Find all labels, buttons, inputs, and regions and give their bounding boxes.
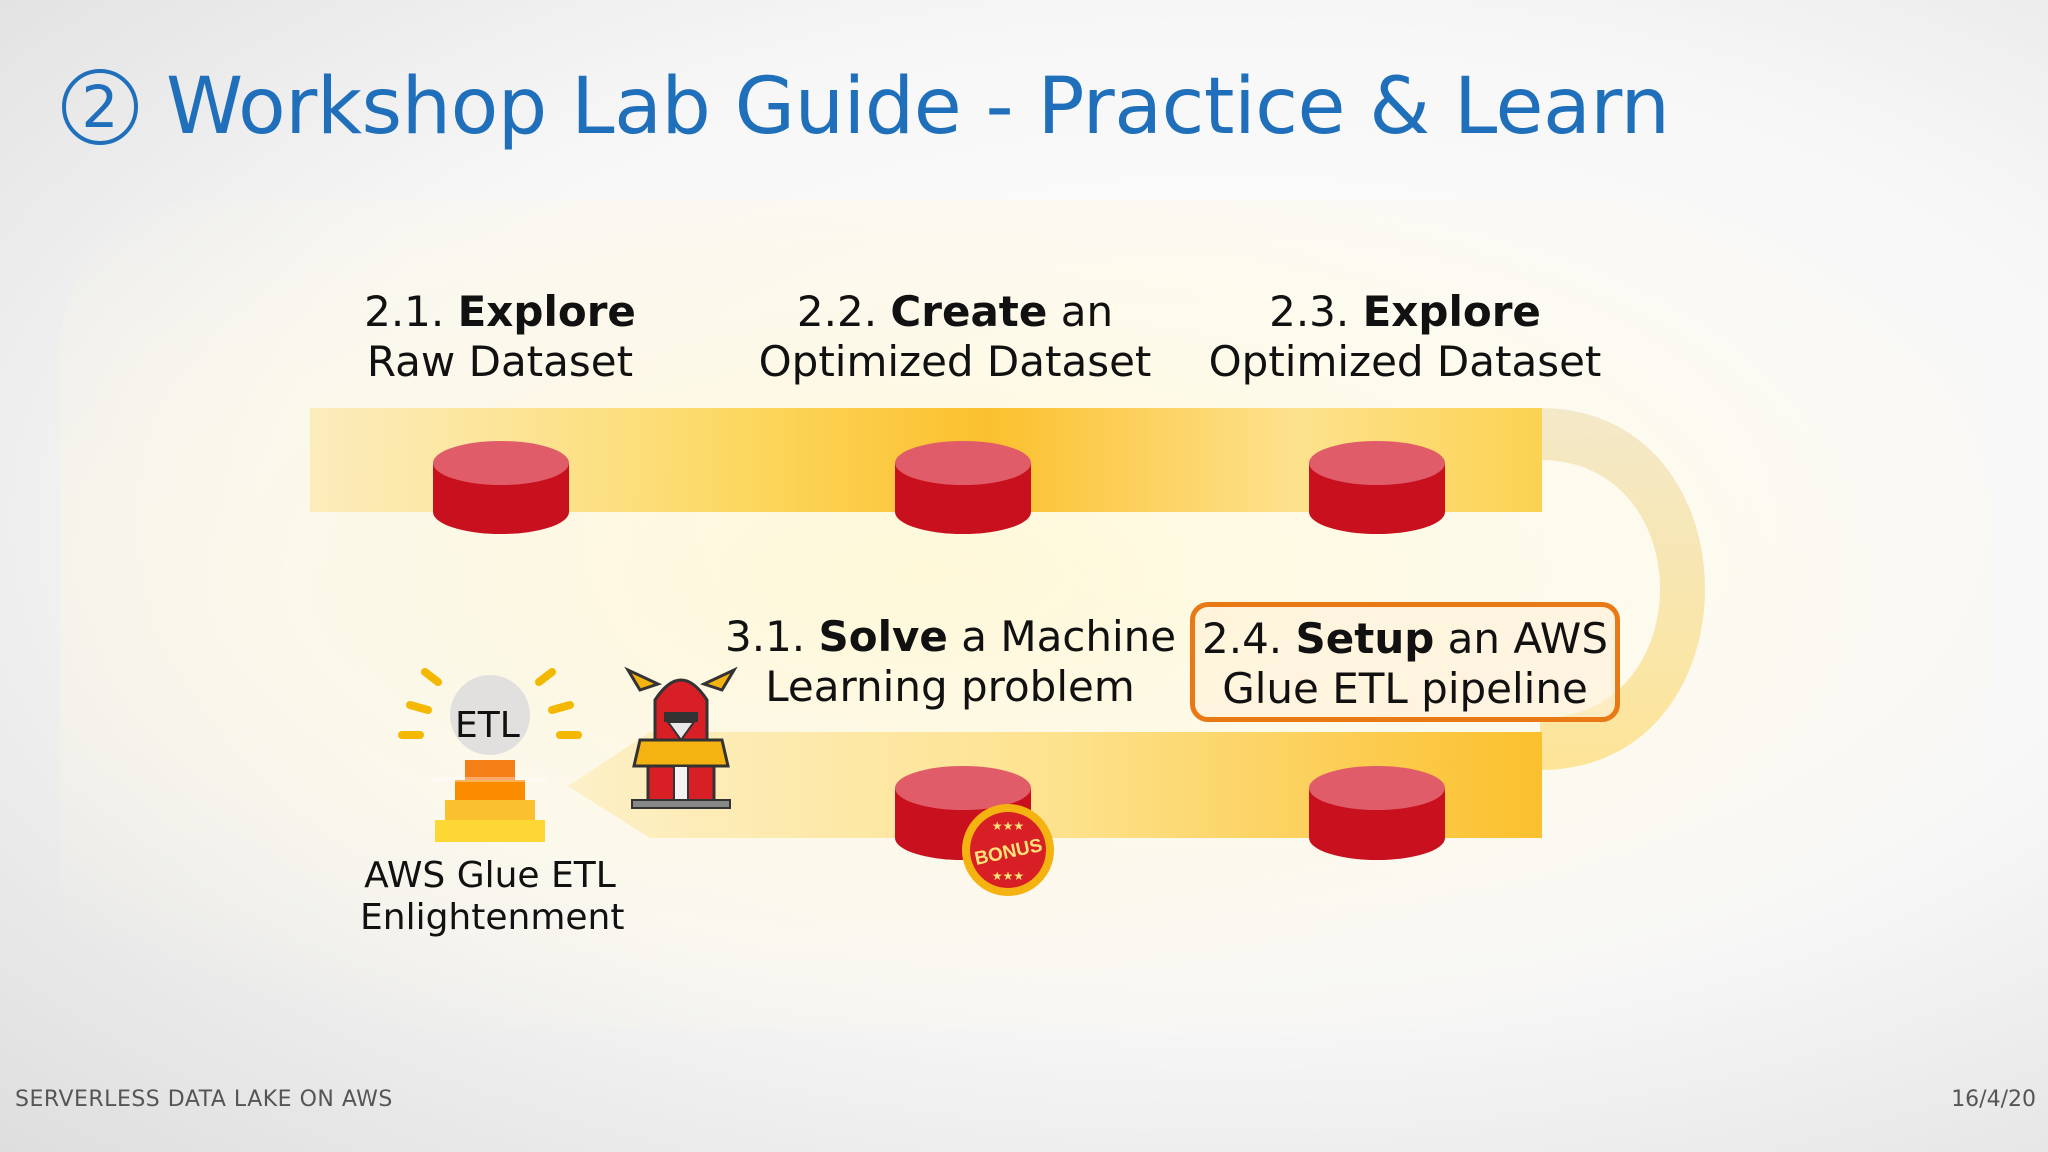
step-3-1-label: 3.1. Solve a Machine Learning problem [725,612,1177,711]
path-band-bottom [568,732,1542,838]
database-icon-2-2 [895,441,1031,534]
step-2-1-label: 2.1. Explore Raw Dataset [364,287,636,386]
database-icon-2-1 [433,441,569,534]
title-text: Workshop Lab Guide - Practice & Learn [166,62,1670,152]
database-icon-2-4 [1309,766,1445,860]
svg-text:★★★: ★★★ [992,819,1024,833]
step-2-3-label: 2.3. Explore Optimized Dataset [1208,287,1602,386]
section-number-badge: 2 [62,69,138,145]
current-step-highlight [1190,602,1620,722]
etl-caption: AWS Glue ETL Enlightenment [360,855,625,938]
step-2-4-label: 2.4. Setup an AWS Glue ETL pipeline [1202,614,1608,713]
footer-date: 16/4/20 [1951,1087,2036,1112]
step-2-2-label: 2.2. Create an Optimized Dataset [758,287,1152,386]
database-icon-2-3 [1309,441,1445,534]
bonus-badge-icon: BONUS ★★★ ★★★ [962,804,1054,896]
etl-icon-text: ETL [455,705,520,746]
svg-text:★★★: ★★★ [992,869,1024,883]
path-curve [1540,408,1705,770]
footer-title: SERVERLESS DATA LAKE ON AWS [15,1087,393,1112]
etl-glue-icon [398,668,582,842]
knight-icon [624,666,738,809]
slide-title: 2 Workshop Lab Guide - Practice & Learn [62,52,1670,162]
